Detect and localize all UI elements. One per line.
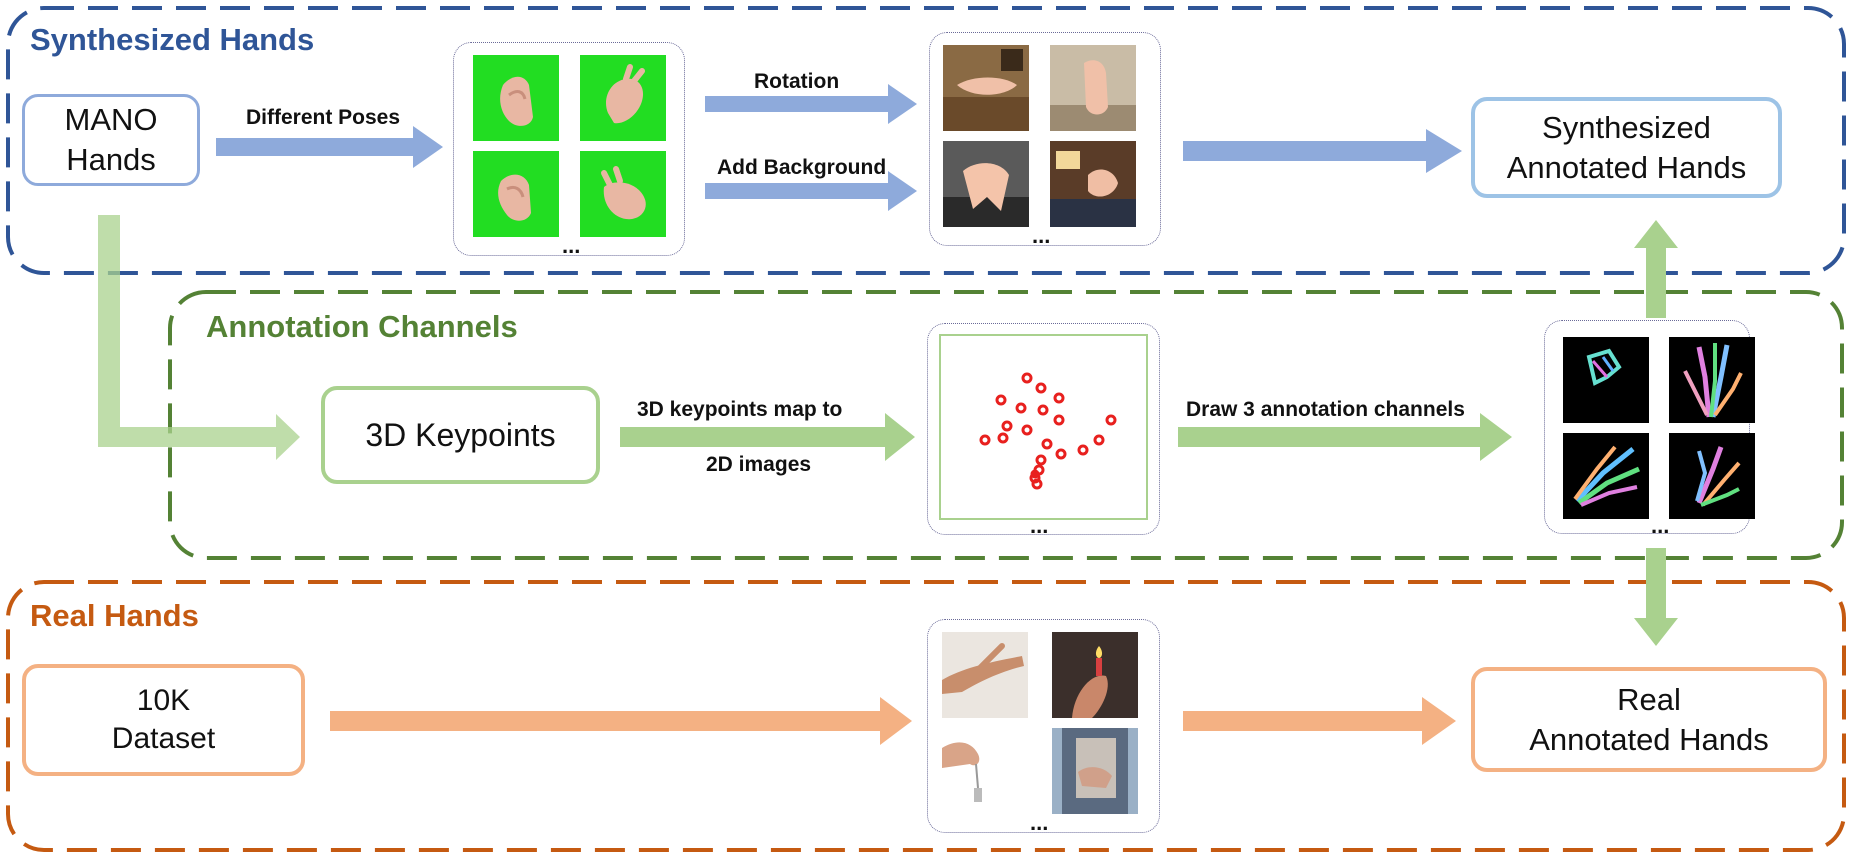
- arrow-to-real-down: [1634, 548, 1678, 646]
- background-ellipsis: ...: [1032, 223, 1051, 248]
- 10k-dataset-node: 10K Dataset: [22, 664, 305, 776]
- pose-image-2: [580, 55, 666, 141]
- pose-image-3: [473, 151, 559, 237]
- channels-ellipsis: ...: [1651, 513, 1670, 538]
- real-image-panel: ...: [927, 619, 1160, 835]
- synthesized-annotated-line2: Annotated Hands: [1506, 149, 1747, 185]
- annotation-section-frame: [168, 290, 1844, 560]
- synthesized-section-frame: [6, 6, 1846, 275]
- real-annotated-line2: Annotated Hands: [1529, 721, 1769, 757]
- poses-image-panel: ...: [453, 42, 685, 258]
- background-image-panel: ...: [929, 32, 1161, 248]
- real-annotated-line1: Real: [1617, 681, 1681, 717]
- pose-image-1: [473, 55, 559, 141]
- background-image-2: [1050, 45, 1136, 131]
- mano-hands-node: MANO Hands: [22, 94, 200, 186]
- background-image-1: [943, 45, 1029, 131]
- label-rotation: Rotation: [754, 70, 840, 93]
- channel-image-3: [1563, 433, 1649, 519]
- 10k-dataset-line2: Dataset: [111, 722, 216, 755]
- arrow-to-real-annotated: [1183, 697, 1456, 745]
- channel-image-2: [1669, 337, 1755, 423]
- real-image-4: [1052, 728, 1138, 814]
- keypoint-dots: [979, 372, 1117, 490]
- arrow-dataset-to-real-images: [330, 697, 912, 745]
- keypoints-frame: [939, 334, 1148, 520]
- channels-image-panel: ...: [1544, 320, 1755, 538]
- 3d-keypoints-node: 3D Keypoints: [321, 386, 600, 484]
- arrow-draw-channels: [1178, 413, 1512, 461]
- poses-ellipsis: ...: [562, 233, 581, 258]
- label-add-background: Add Background: [717, 156, 887, 179]
- keypoints-ellipsis: ...: [1030, 513, 1049, 538]
- synthesized-annotated-line1: Synthesized: [1542, 109, 1711, 145]
- arrow-to-synthesized: [1183, 129, 1462, 173]
- label-draw-channels: Draw 3 annotation channels: [1186, 398, 1465, 421]
- real-annotated-hands-node: Real Annotated Hands: [1471, 667, 1827, 772]
- label-map-line2: 2D images: [706, 453, 812, 476]
- arrow-to-synthesized-up: [1634, 220, 1678, 318]
- 3d-keypoints-label: 3D Keypoints: [365, 416, 556, 453]
- real-hands-title: Real Hands: [30, 598, 199, 633]
- arrow-add-background: [705, 171, 917, 211]
- arrow-different-poses: [216, 126, 443, 168]
- pose-image-4: [580, 151, 666, 237]
- synthesized-hands-title: Synthesized Hands: [30, 22, 315, 57]
- real-section-frame: [6, 580, 1846, 852]
- arrow-keypoints-map: [620, 413, 915, 461]
- mano-hands-line2: Hands: [66, 142, 156, 177]
- background-image-4: [1050, 141, 1136, 227]
- synthesized-annotated-hands-node: Synthesized Annotated Hands: [1471, 97, 1782, 198]
- label-map-line1: 3D keypoints map to: [637, 398, 843, 421]
- background-image-3: [943, 141, 1029, 227]
- channel-image-1: [1563, 337, 1649, 423]
- real-image-2: [1052, 632, 1138, 718]
- annotation-channels-title: Annotation Channels: [206, 309, 518, 344]
- 10k-dataset-line1: 10K: [136, 683, 191, 717]
- arrow-rotation: [705, 84, 917, 124]
- arrow-mano-to-keypoints: [98, 215, 300, 460]
- keypoints-image-panel: ...: [927, 323, 1160, 538]
- channel-image-4: [1669, 433, 1755, 519]
- real-ellipsis: ...: [1030, 810, 1049, 835]
- real-image-1: [942, 632, 1028, 718]
- real-image-3: [942, 728, 1028, 814]
- mano-hands-line1: MANO: [64, 102, 158, 138]
- label-different-poses: Different Poses: [246, 106, 401, 129]
